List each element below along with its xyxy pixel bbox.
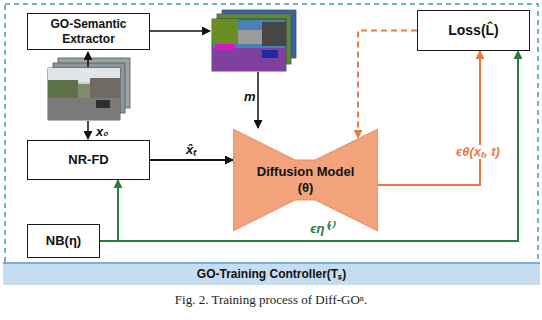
segmentation-map-stack — [212, 10, 296, 71]
input-image-stack — [48, 58, 130, 120]
edge-label: ϵη⁽ᵗ⁾ — [310, 222, 333, 236]
node-label: GO-Training Controller(Tₛ) — [197, 267, 346, 281]
process-box: GO-Semantic Extractor — [27, 13, 150, 50]
image-to-nrfd-arrow — [87, 121, 89, 139]
node-label: NB(η) — [46, 233, 81, 249]
edge-label: x̂ₜ — [186, 143, 196, 157]
outer-dashed-frame — [5, 4, 538, 266]
node-label: Loss(L̂) — [448, 22, 499, 39]
process-box: NR-FD — [27, 140, 150, 180]
connector-arrow — [378, 51, 480, 185]
signal-label: m — [244, 90, 256, 104]
connector-arrow — [100, 180, 118, 241]
signal-label: x₀ — [96, 125, 108, 139]
model-shape: Diffusion Model (θ) — [233, 129, 378, 231]
connector-arrow — [100, 51, 518, 241]
process-box: NB(η) — [27, 224, 100, 258]
image-to-extractor-arrow — [87, 52, 89, 67]
controller-band: GO-Training Controller(Tₛ) — [3, 262, 540, 285]
node-label: GO-Semantic Extractor — [44, 17, 134, 46]
map-to-model-arrow — [257, 72, 259, 128]
figure-caption: Fig. 2. Training process of Diff-GOⁿ. — [0, 292, 542, 308]
connector-arrow — [358, 31, 417, 138]
connector-arrow — [150, 159, 233, 161]
extractor-to-map-arrow — [150, 30, 210, 32]
edge-label: ϵθ(xₜ, t) — [454, 145, 502, 159]
process-box: Loss(L̂) — [417, 10, 530, 51]
node-label: Diffusion Model (θ) — [250, 164, 362, 195]
node-label: NR-FD — [68, 152, 108, 168]
